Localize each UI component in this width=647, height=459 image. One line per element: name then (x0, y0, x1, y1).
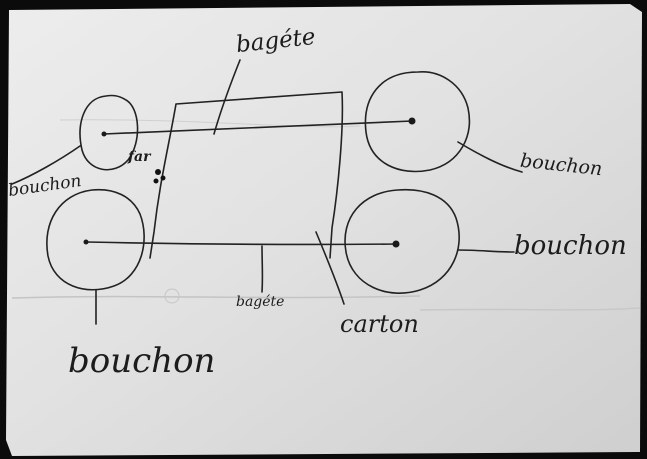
hub-dot (83, 239, 89, 245)
axle-top (103, 120, 413, 135)
label-bagete-bottom: bagéte (236, 294, 285, 310)
leader-bouchon-left (11, 145, 81, 185)
wheel-top-left (79, 94, 139, 171)
leader-bouchon-right-top (457, 141, 523, 173)
paper-sheet (6, 4, 642, 456)
label-bouchon-right-mid: bouchon (514, 231, 627, 261)
ink-blob (155, 169, 161, 175)
ink-blob (153, 178, 159, 184)
wheel-bottom-right (344, 188, 460, 294)
label-carton: carton (340, 310, 419, 338)
wheel-bottom-left (46, 188, 145, 291)
carton-box (149, 91, 344, 259)
hub-dot (392, 240, 400, 248)
label-bouchon-bottom: bouchon (68, 341, 216, 381)
paper-crease (419, 307, 641, 311)
leader-bagete-top (213, 59, 241, 135)
hub-dot (101, 131, 107, 137)
paper-crease (11, 295, 421, 299)
leader-bouchon-right-mid (457, 249, 515, 253)
leader-carton (315, 231, 345, 305)
wheel-top-right (364, 71, 471, 173)
ink-blob (160, 175, 166, 181)
paper-crease (59, 119, 361, 128)
hub-dot (408, 117, 416, 125)
paper-mark (164, 288, 180, 304)
label-far: far (128, 149, 151, 165)
axle-bottom (85, 241, 397, 246)
